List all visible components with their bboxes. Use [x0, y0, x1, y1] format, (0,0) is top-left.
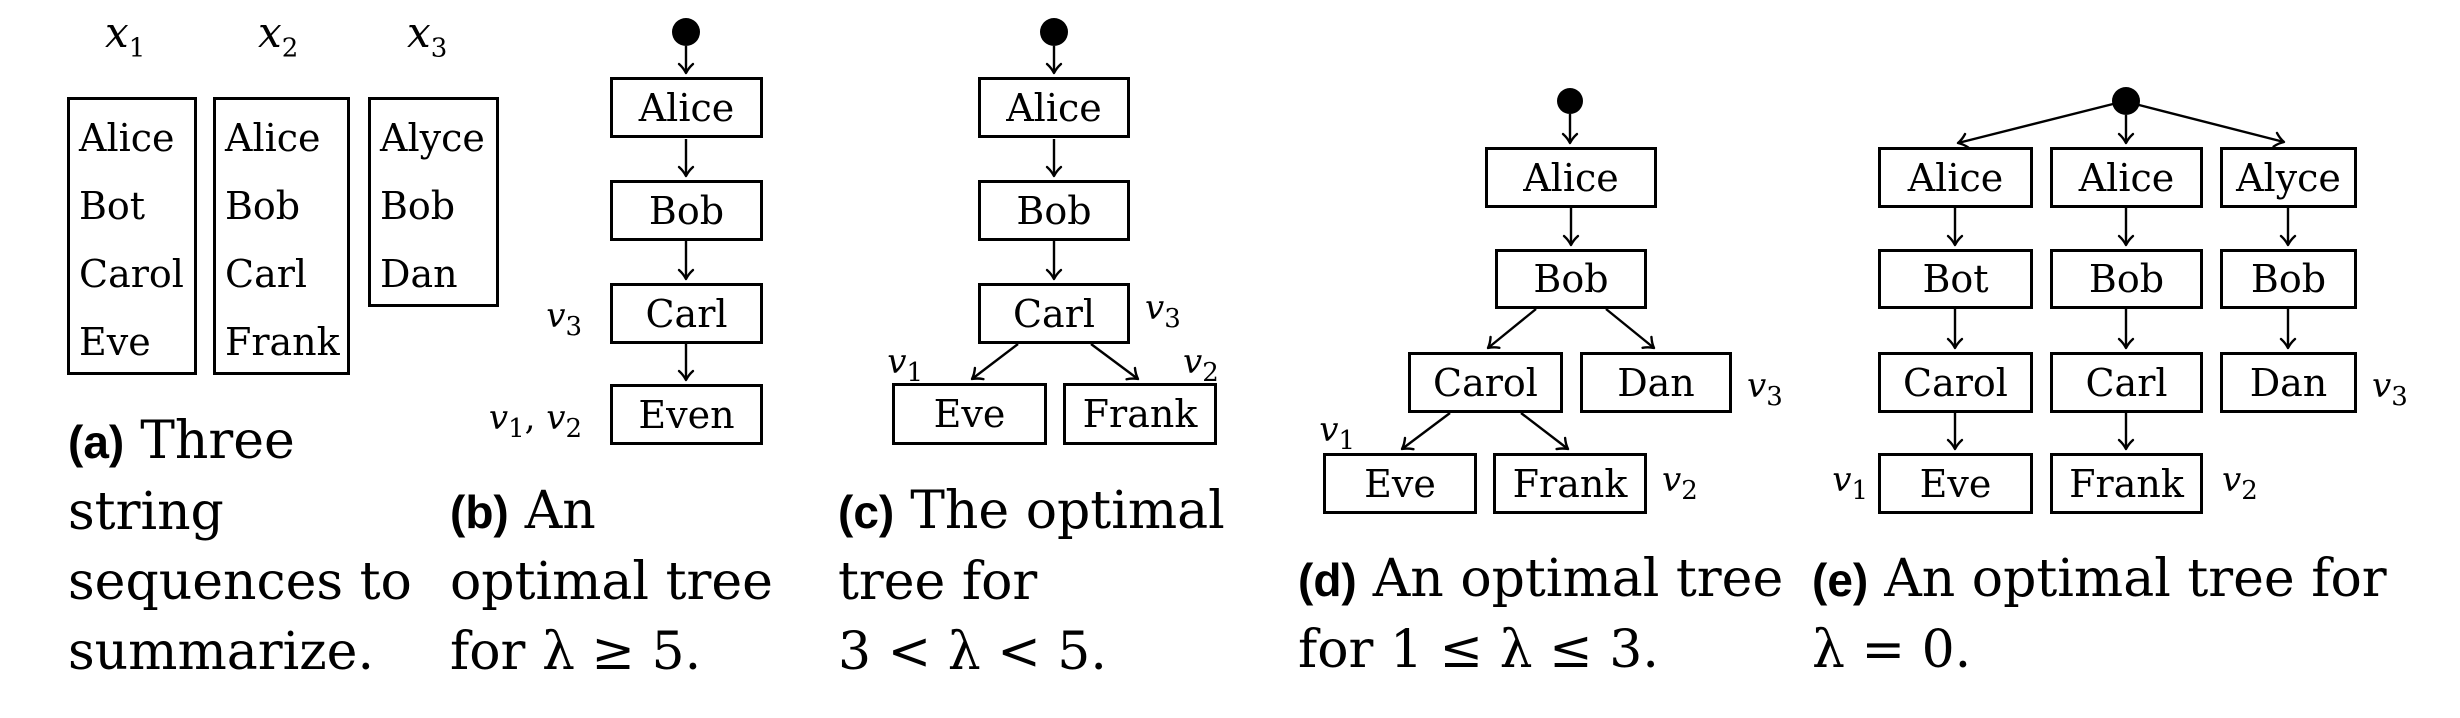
tree-e-node-carl: Carl	[2050, 352, 2203, 413]
vertex-label-d-v3: v3	[1747, 366, 1783, 412]
edge-d-bob-carol	[1486, 308, 1537, 350]
tree-c-node-bob: Bob	[978, 180, 1130, 241]
caption-line: for 1 ≤ λ ≤ 3.	[1298, 620, 1659, 680]
tree-d-node-carol: Carol	[1408, 352, 1563, 413]
sequence-box-x1: Alice Bot Carol Eve	[67, 97, 197, 375]
tree-e-node-bot: Bot	[1878, 249, 2033, 309]
vertex-label-e-v3: v3	[2372, 366, 2408, 412]
caption-line: λ = 0.	[1812, 620, 1972, 680]
sequence-box-x2: Alice Bob Carl Frank	[213, 97, 350, 375]
caption-line: (d)An optimal tree	[1298, 549, 1784, 609]
tree-b-node-even: Even	[610, 384, 763, 445]
caption-c: (c)The optimal tree for 3 < λ < 5.	[838, 476, 1225, 687]
caption-line: (a)Three	[68, 411, 295, 471]
vertex-label-c-v3: v3	[1145, 288, 1181, 334]
vertex-label-b-v3: v3	[546, 296, 582, 342]
tree-e-node-frank: Frank	[2050, 453, 2203, 514]
caption-line: for λ ≥ 5.	[450, 622, 702, 682]
edge-e-root-alyce	[2138, 103, 2286, 148]
seq-x3-item-3: Dan	[380, 252, 458, 296]
tree-e-node-alice-1: Alice	[1878, 147, 2033, 208]
tree-d-node-dan: Dan	[1580, 352, 1732, 413]
caption-line: optimal tree	[450, 552, 773, 612]
tree-b-node-carl: Carl	[610, 283, 763, 344]
tree-e-node-carol: Carol	[1878, 352, 2033, 413]
edge-c-carl-eve	[970, 343, 1019, 381]
caption-a: (a)Three string sequences to summarize.	[68, 406, 412, 687]
tree-c-node-eve: Eve	[892, 383, 1047, 445]
caption-line: string	[68, 482, 224, 542]
tree-e-node-bob-3: Bob	[2220, 249, 2357, 309]
edge-e-root-alice1	[1956, 102, 2114, 149]
seq-x2-item-2: Bob	[225, 184, 301, 228]
caption-label-e: (e)	[1812, 554, 1869, 606]
seq-x1-item-2: Bot	[79, 184, 146, 228]
edge-d-carol-eve	[1400, 412, 1451, 451]
caption-line: (e)An optimal tree for	[1812, 549, 2387, 609]
root-dot-e	[2112, 87, 2140, 115]
tree-c-node-frank: Frank	[1063, 383, 1217, 445]
tree-d-node-eve: Eve	[1323, 453, 1477, 514]
seq-x1-item-3: Carol	[79, 252, 184, 296]
caption-label-a: (a)	[68, 416, 125, 468]
tree-c-node-alice: Alice	[978, 77, 1130, 138]
vertex-label-d-v1: v1	[1319, 410, 1355, 456]
sequence-box-x3: Alyce Bob Dan	[368, 97, 499, 307]
seq-x3-item-2: Bob	[380, 184, 456, 228]
vertex-label-e-v2: v2	[2222, 460, 2258, 506]
caption-line: sequences to	[68, 552, 412, 612]
tree-e-node-dan: Dan	[2220, 352, 2357, 413]
seq-x2-item-4: Frank	[225, 320, 340, 364]
tree-d-node-frank: Frank	[1493, 453, 1647, 514]
edge-d-carol-frank	[1520, 412, 1570, 451]
tree-e-node-alice-2: Alice	[2050, 147, 2203, 208]
caption-b: (b)An optimal tree for λ ≥ 5.	[450, 476, 773, 687]
caption-label-b: (b)	[450, 486, 509, 538]
seq-header-x3: x3	[407, 8, 448, 64]
seq-x1-item-4: Eve	[79, 320, 151, 364]
seq-x1-item-1: Alice	[79, 116, 175, 160]
caption-label-c: (c)	[838, 486, 895, 538]
seq-x3-item-1: Alyce	[380, 116, 485, 160]
tree-c-node-carl: Carl	[978, 283, 1130, 344]
seq-header-x1: x1	[105, 8, 146, 64]
root-dot-b	[672, 18, 700, 46]
caption-e: (e)An optimal tree for λ = 0.	[1812, 544, 2387, 685]
caption-line: summarize.	[68, 622, 374, 682]
caption-line: (c)The optimal	[838, 481, 1225, 541]
root-dot-c	[1040, 18, 1068, 46]
tree-d-node-bob: Bob	[1495, 249, 1647, 309]
tree-e-node-eve: Eve	[1878, 453, 2033, 514]
caption-line: tree for	[838, 552, 1038, 612]
vertex-label-b-v1-v2: v1, v2	[488, 398, 582, 444]
tree-b-node-alice: Alice	[610, 77, 763, 138]
vertex-label-c-v1: v1	[887, 342, 923, 388]
vertex-label-e-v1: v1	[1832, 460, 1868, 506]
vertex-label-c-v2: v2	[1183, 342, 1219, 388]
seq-header-x2: x2	[258, 8, 299, 64]
caption-line: (b)An	[450, 481, 596, 541]
vertex-label-d-v2: v2	[1662, 460, 1698, 506]
caption-d: (d)An optimal tree for 1 ≤ λ ≤ 3.	[1298, 544, 1783, 685]
caption-label-d: (d)	[1298, 554, 1357, 606]
tree-b-node-bob: Bob	[610, 180, 763, 241]
tree-d-node-alice: Alice	[1485, 147, 1657, 208]
edge-d-bob-dan	[1605, 308, 1656, 350]
tree-e-node-bob-2: Bob	[2050, 249, 2203, 309]
root-dot-d	[1557, 88, 1583, 114]
tree-e-node-alyce: Alyce	[2220, 147, 2357, 208]
edge-c-carl-frank	[1090, 343, 1140, 381]
seq-x2-item-3: Carl	[225, 252, 308, 296]
caption-line: 3 < λ < 5.	[838, 622, 1107, 682]
seq-x2-item-1: Alice	[225, 116, 321, 160]
